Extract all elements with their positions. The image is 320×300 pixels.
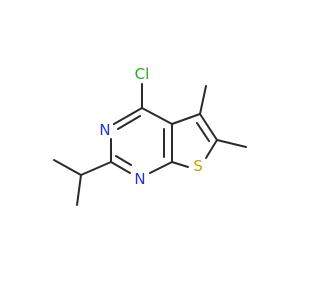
atom-n-top: N xyxy=(99,121,110,139)
atom-cl: Cl xyxy=(135,65,150,83)
bond-c4a-c4 xyxy=(141,107,173,125)
bond-c5-methyl xyxy=(199,85,207,115)
bond-c4-n3 xyxy=(113,107,143,125)
bond-c6-s xyxy=(205,139,218,159)
bond-c5-c6 xyxy=(199,113,218,141)
bond-c2-isopropyl xyxy=(80,161,112,176)
bond-isopropyl-methyl-left xyxy=(53,159,82,176)
bond-c4a-c5 xyxy=(171,113,201,125)
bond-s-c7a xyxy=(171,161,189,168)
bond-c4-n3-inner xyxy=(117,115,141,130)
bond-c2-n1 xyxy=(110,161,131,174)
bond-isopropyl-methyl-down xyxy=(76,174,82,206)
atom-labels: Cl N N S xyxy=(99,65,202,188)
atom-s: S xyxy=(193,157,203,175)
bond-n1-c7a xyxy=(149,161,173,174)
bond-c6-methyl xyxy=(216,139,247,148)
bond-c5-c6-inner xyxy=(196,122,210,142)
bonds xyxy=(53,83,247,206)
bond-c2-n1-inner xyxy=(115,155,132,166)
atom-n-bottom: N xyxy=(134,170,145,188)
molecule-structure: Cl N N S xyxy=(53,65,247,206)
